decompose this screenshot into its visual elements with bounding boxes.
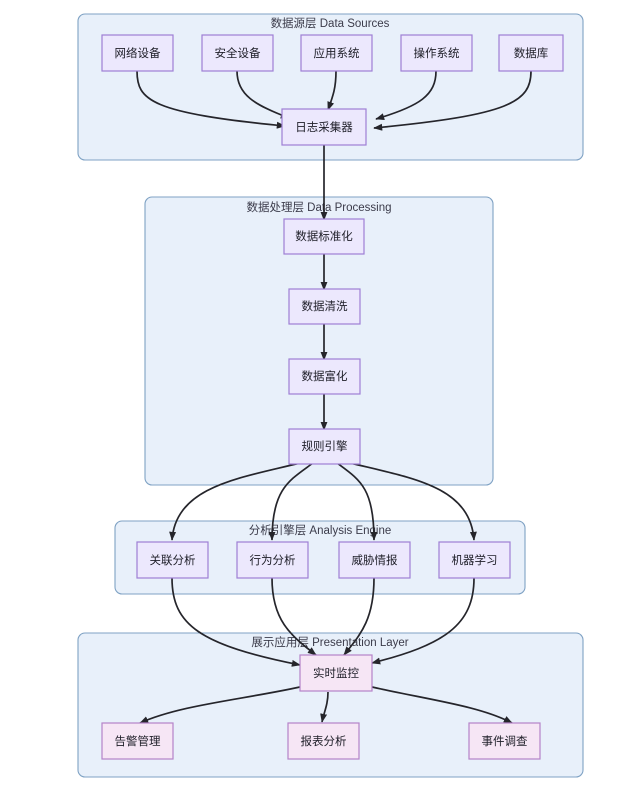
- node-application[interactable]: 应用系统: [300, 34, 373, 72]
- node-security-device[interactable]: 安全设备: [201, 34, 274, 72]
- edge-realtime-monitoring-to-report-analysis: [320, 691, 329, 723]
- node-alert-management[interactable]: 告警管理: [101, 722, 174, 760]
- node-label-cleaning: 数据清洗: [302, 299, 348, 313]
- node-label-log-collector: 日志采集器: [295, 120, 353, 134]
- edges-analysis-to-monitoring: [171, 577, 475, 667]
- node-label-realtime-monitoring: 实时监控: [313, 666, 359, 680]
- node-machine-learning[interactable]: 机器学习: [438, 541, 511, 579]
- edges-rule-engine-fanout: [169, 462, 477, 541]
- edge-application-to-log-collector: [327, 70, 337, 111]
- edge-behavior-analysis-to-realtime-monitoring: [271, 577, 317, 656]
- node-threat-intelligence[interactable]: 威胁情报: [338, 541, 411, 579]
- layer-title-data-processing: 数据处理层 Data Processing: [246, 200, 391, 214]
- node-label-rule-engine: 规则引擎: [302, 439, 348, 453]
- node-label-security-device: 安全设备: [215, 46, 261, 60]
- layer-container-presentation-layer: 展示应用层 Presentation Layer: [77, 632, 584, 778]
- layer-title-data-sources: 数据源层 Data Sources: [271, 16, 390, 30]
- edge-rule-engine-to-machine-learning: [349, 462, 477, 541]
- node-label-normalization: 数据标准化: [295, 229, 353, 243]
- edge-operating-system-to-log-collector: [375, 70, 437, 121]
- edge-rule-engine-to-correlation-analysis: [169, 462, 301, 541]
- edges-data-sources: [136, 70, 532, 221]
- node-label-threat-intelligence: 威胁情报: [352, 553, 398, 567]
- node-cleaning[interactable]: 数据清洗: [288, 288, 361, 325]
- edge-correlation-analysis-to-realtime-monitoring: [171, 577, 301, 667]
- layer-container-analysis-engine: 分析引擎层 Analysis Engine: [114, 520, 526, 595]
- node-operating-system[interactable]: 操作系统: [400, 34, 473, 72]
- layer-title-analysis-engine: 分析引擎层 Analysis Engine: [249, 523, 392, 537]
- layer-title-presentation-layer: 展示应用层 Presentation Layer: [251, 635, 408, 649]
- node-label-network-device: 网络设备: [115, 46, 161, 60]
- node-network-device[interactable]: 网络设备: [101, 34, 174, 72]
- node-label-behavior-analysis: 行为分析: [250, 553, 296, 567]
- edge-network-device-to-log-collector: [136, 70, 286, 129]
- node-log-collector[interactable]: 日志采集器: [281, 108, 367, 146]
- node-label-database: 数据库: [514, 46, 549, 60]
- node-behavior-analysis[interactable]: 行为分析: [236, 541, 309, 579]
- edge-realtime-monitoring-to-alert-management: [139, 686, 301, 724]
- layer-container-data-processing: 数据处理层 Data Processing: [144, 196, 494, 486]
- edge-rule-engine-to-behavior-analysis: [268, 462, 314, 541]
- node-report-analysis[interactable]: 报表分析: [287, 722, 360, 760]
- node-enrichment[interactable]: 数据富化: [288, 358, 361, 395]
- edge-security-device-to-log-collector: [236, 70, 290, 119]
- node-label-alert-management: 告警管理: [115, 734, 161, 748]
- node-label-correlation-analysis: 关联分析: [150, 553, 196, 567]
- edge-machine-learning-to-realtime-monitoring: [371, 577, 475, 665]
- edges-monitoring-fanout: [139, 686, 513, 724]
- node-label-application: 应用系统: [314, 46, 360, 60]
- node-rule-engine[interactable]: 规则引擎: [288, 428, 361, 465]
- node-realtime-monitoring[interactable]: 实时监控: [299, 654, 373, 692]
- node-incident-investigation[interactable]: 事件调查: [468, 722, 541, 760]
- edge-rule-engine-to-threat-intelligence: [336, 462, 378, 541]
- edge-realtime-monitoring-to-incident-investigation: [371, 686, 513, 724]
- node-database[interactable]: 数据库: [498, 34, 564, 72]
- node-correlation-analysis[interactable]: 关联分析: [136, 541, 209, 579]
- node-label-report-analysis: 报表分析: [301, 734, 347, 748]
- node-label-machine-learning: 机器学习: [452, 553, 498, 567]
- node-label-operating-system: 操作系统: [414, 46, 460, 60]
- edge-database-to-log-collector: [373, 70, 532, 131]
- node-label-incident-investigation: 事件调查: [482, 734, 528, 748]
- node-label-enrichment: 数据富化: [302, 369, 348, 383]
- node-normalization[interactable]: 数据标准化: [283, 218, 365, 255]
- edge-threat-intelligence-to-realtime-monitoring: [343, 577, 375, 656]
